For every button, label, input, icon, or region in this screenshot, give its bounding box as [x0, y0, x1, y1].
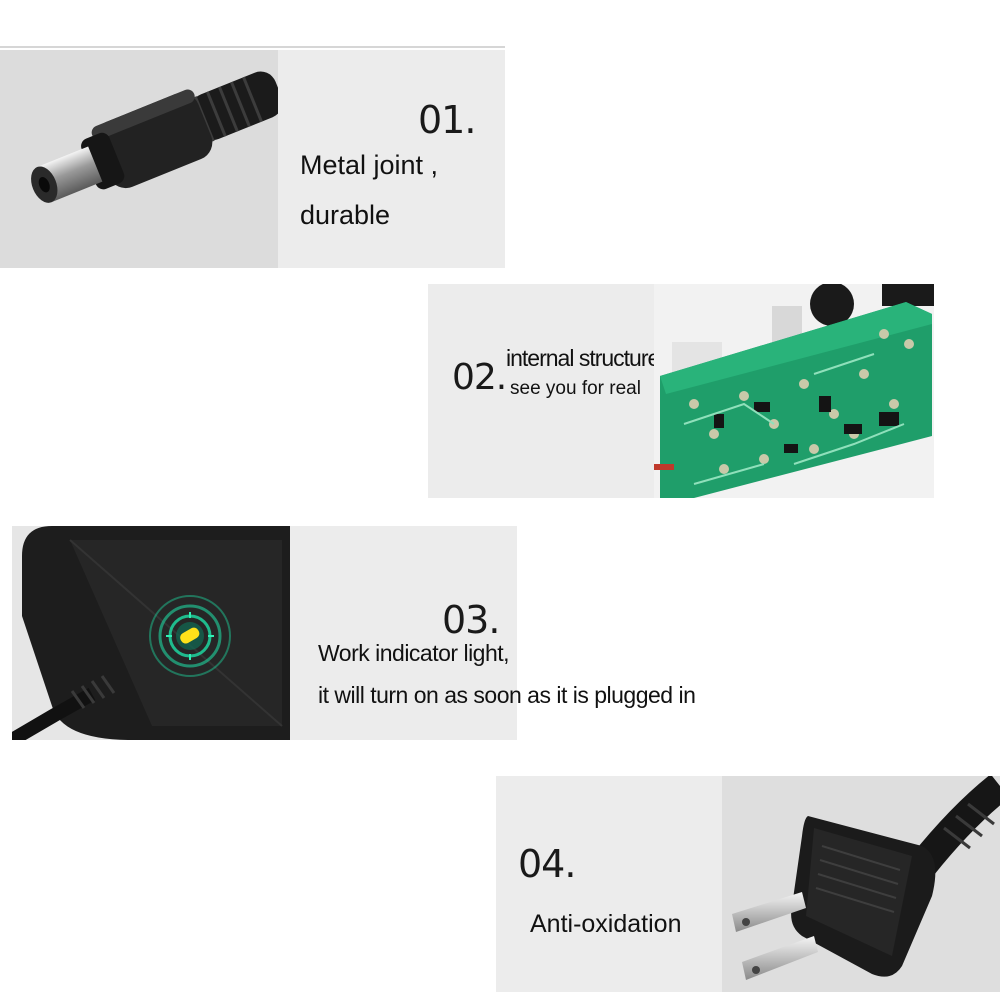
feature-02-panel: 02. internal structure see you for real — [428, 284, 934, 498]
feature-04-line-1: Anti-oxidation — [530, 910, 682, 938]
feature-04-panel: 04. Anti-oxidation — [496, 776, 1000, 992]
feature-03-panel: 03. Work indicator light, — [12, 526, 517, 740]
adapter-indicator-light-icon — [12, 526, 290, 740]
feature-02-line-1: internal structure — [506, 345, 660, 371]
dc-barrel-plug-icon — [0, 50, 278, 268]
feature-03-number: 03. — [442, 598, 500, 642]
feature-01-line-2: durable — [300, 200, 391, 230]
us-wall-plug-icon — [722, 776, 1000, 992]
feature-02-line-2: see you for real — [510, 378, 641, 399]
feature-01-number: 01. — [418, 98, 476, 142]
feature-04-number: 04. — [518, 842, 576, 886]
feature-01-line-1: Metal joint , — [300, 150, 439, 180]
feature-03-line-2: it will turn on as soon as it is plugged… — [318, 682, 696, 708]
feature-01-panel: 01. Metal joint , durable — [0, 50, 505, 268]
feature-02-number: 02. — [452, 357, 507, 398]
top-divider — [0, 46, 505, 48]
feature-03-line-1: Work indicator light, — [318, 640, 510, 666]
circuit-board-icon — [654, 284, 934, 498]
